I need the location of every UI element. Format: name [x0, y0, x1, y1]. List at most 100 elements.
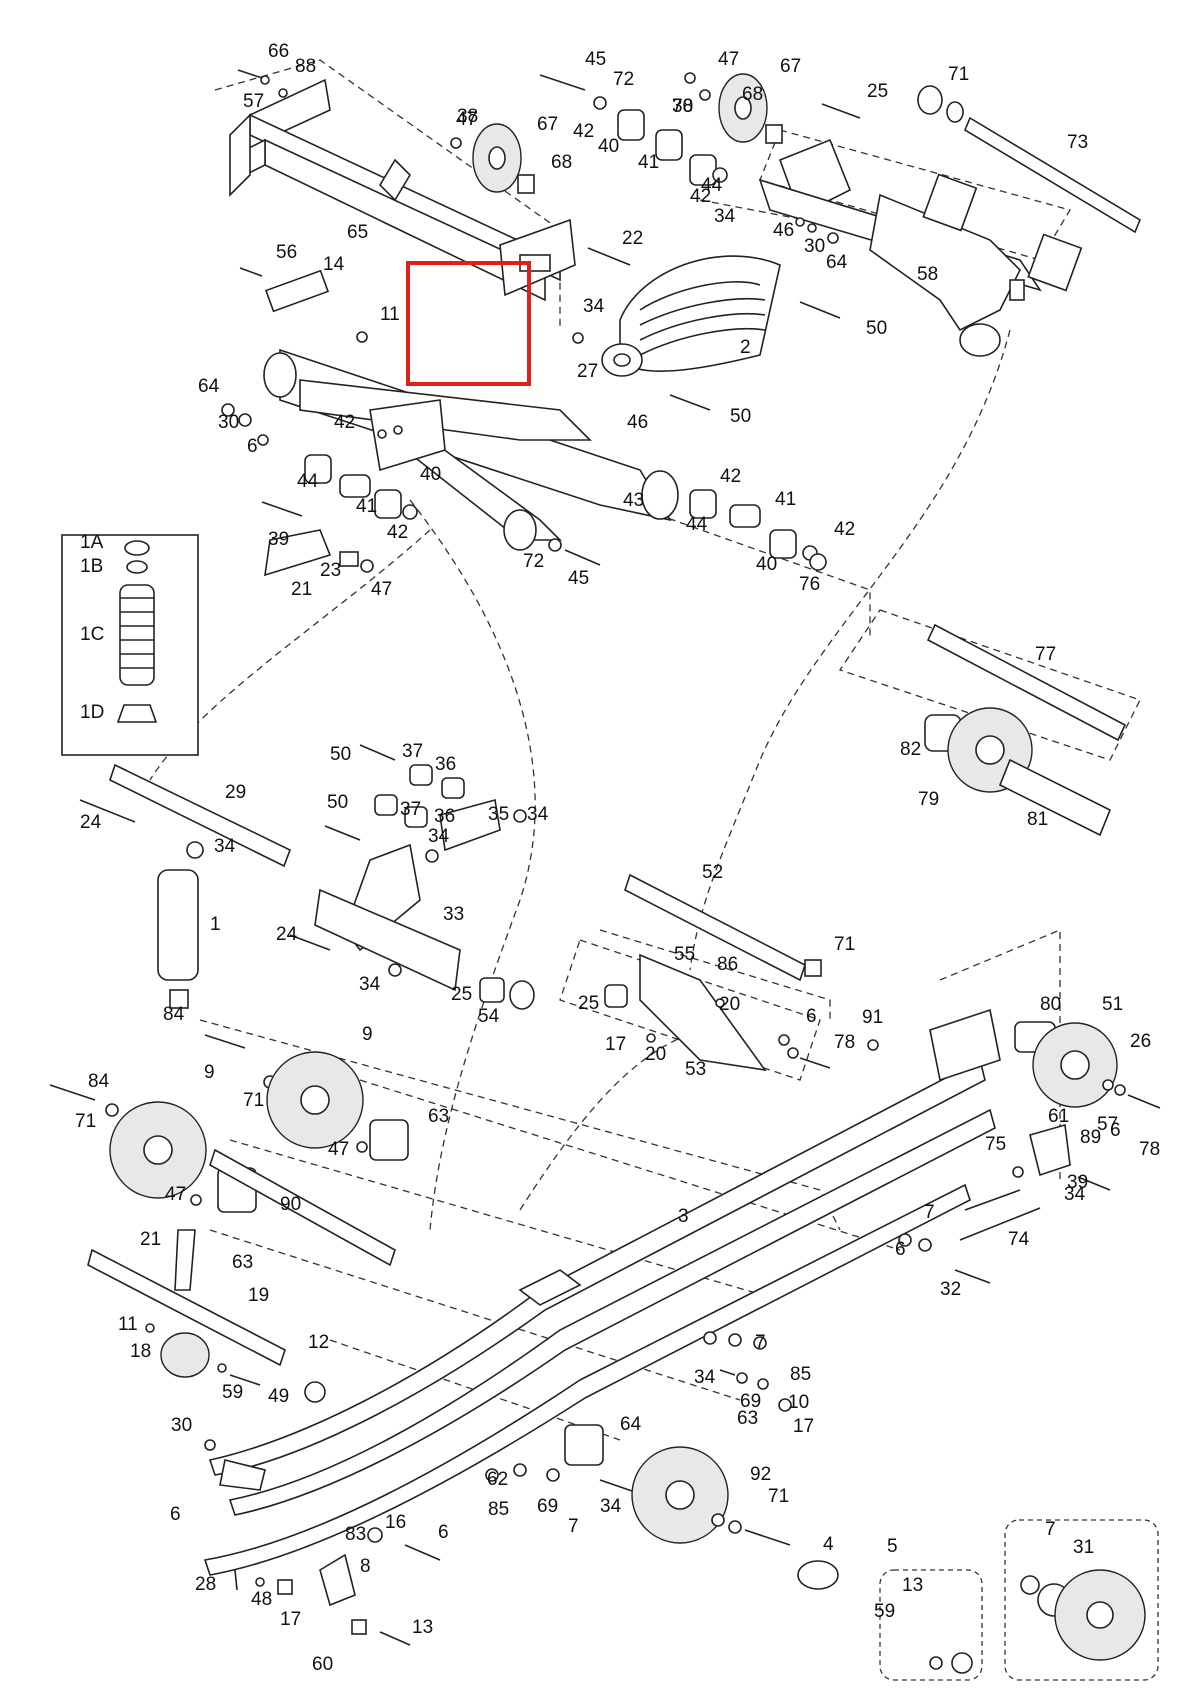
- part-label: 7: [568, 1516, 579, 1537]
- part-label: 51: [1102, 994, 1123, 1015]
- part-label: 50: [730, 406, 751, 427]
- part-label: 47: [328, 1139, 349, 1160]
- part-label: 31: [1073, 1537, 1094, 1558]
- part-label: 78: [1139, 1139, 1160, 1160]
- part-label: 64: [620, 1414, 642, 1435]
- part-label: 36: [435, 754, 456, 775]
- spring-inset: [61, 534, 199, 756]
- part-label: 30: [804, 236, 825, 257]
- part-label: 11: [118, 1314, 138, 1335]
- part-label: 34: [527, 804, 549, 825]
- part-label: 82: [900, 739, 921, 760]
- part-label: 34: [428, 826, 450, 847]
- part-label: 25: [578, 993, 599, 1014]
- part-label: 54: [478, 1006, 500, 1027]
- part-label: 27: [577, 361, 598, 382]
- part-label: 42: [573, 121, 594, 142]
- part-label: 57: [1097, 1114, 1118, 1135]
- part-label: 55: [674, 944, 695, 965]
- part-label: 4: [823, 1534, 834, 1555]
- lower-mid-shaft-and-bracket: [604, 873, 879, 1072]
- part-label: 14: [323, 254, 345, 275]
- part-label: 88: [295, 56, 316, 77]
- part-label: 38: [672, 96, 693, 117]
- part-label: 76: [799, 574, 820, 595]
- part-label: 20: [719, 994, 740, 1015]
- part-label: 92: [750, 1464, 771, 1485]
- part-label: 63: [428, 1106, 449, 1127]
- part-label: 5: [887, 1536, 898, 1557]
- part-label: 11: [380, 304, 400, 325]
- part-label: 84: [163, 1004, 185, 1025]
- part-label: 66: [268, 41, 289, 62]
- part-label: 72: [613, 69, 634, 90]
- part-label: 50: [327, 792, 348, 813]
- rail-assembly: [203, 1008, 1001, 1576]
- part-label: 45: [585, 49, 606, 70]
- part-label: 6: [170, 1504, 181, 1525]
- part-label: 29: [225, 782, 246, 803]
- part-label: 18: [130, 1341, 151, 1362]
- part-label: 70: [672, 96, 693, 117]
- part-label: 64: [198, 376, 220, 397]
- part-label: 47: [456, 109, 477, 130]
- part-label: 21: [291, 579, 312, 600]
- part-label: 50: [866, 318, 887, 339]
- part-label: 1: [210, 914, 221, 935]
- part-label: 59: [874, 1601, 895, 1622]
- mid-bracket: [289, 744, 535, 1010]
- part-label: 61: [1048, 1106, 1069, 1127]
- part-label: 7: [755, 1332, 766, 1353]
- part-label: 24: [80, 812, 102, 833]
- part-label: 37: [402, 741, 423, 762]
- part-label: 28: [195, 1574, 216, 1595]
- part-label: 1D: [80, 702, 104, 723]
- part-label: 42: [334, 412, 355, 433]
- part-label: 39: [1067, 1172, 1088, 1193]
- part-label: 42: [690, 186, 711, 207]
- part-label: 7: [1045, 1519, 1056, 1540]
- part-label: 71: [243, 1090, 264, 1111]
- part-label: 46: [627, 412, 648, 433]
- part-label: 77: [1035, 644, 1056, 665]
- part-label: 49: [268, 1386, 289, 1407]
- part-label: 63: [232, 1252, 253, 1273]
- part-label: 71: [768, 1486, 789, 1507]
- part-label: 84: [88, 1071, 110, 1092]
- part-label: 34: [694, 1367, 716, 1388]
- part-label: 36: [434, 806, 455, 827]
- middle-arm-assembly: [221, 348, 827, 577]
- part-label: 16: [385, 1512, 406, 1533]
- part-label: 74: [1008, 1229, 1030, 1250]
- part-label: 8: [360, 1556, 371, 1577]
- part-label: 42: [387, 522, 408, 543]
- part-label: 6: [438, 1522, 449, 1543]
- part-label: 6: [247, 436, 258, 457]
- part-label: 6: [895, 1239, 906, 1260]
- part-label: 23: [320, 560, 341, 581]
- part-label: 81: [1027, 809, 1048, 830]
- part-label: 2: [740, 337, 751, 358]
- part-label: 40: [420, 464, 441, 485]
- part-label: 59: [222, 1382, 243, 1403]
- part-label: 30: [218, 412, 239, 433]
- part-label: 17: [605, 1034, 626, 1055]
- part-label: 17: [793, 1416, 814, 1437]
- rear-arm-assembly: [539, 72, 1142, 357]
- part-label: 47: [165, 1184, 186, 1205]
- part-label: 63: [737, 1408, 758, 1429]
- part-label: 1C: [80, 624, 104, 645]
- part-label: 22: [622, 228, 643, 249]
- part-label: 85: [488, 1499, 509, 1520]
- part-label: 65: [347, 222, 368, 243]
- part-label: 69: [740, 1391, 761, 1412]
- part-label: 48: [251, 1589, 272, 1610]
- part-label: 80: [1040, 994, 1061, 1015]
- hardware-top-left: [237, 69, 631, 343]
- part-label: 25: [451, 984, 472, 1005]
- part-label: 85: [790, 1364, 811, 1385]
- part-label: 1B: [80, 556, 103, 577]
- part-label: 58: [917, 264, 938, 285]
- spring-assembly: [572, 255, 841, 411]
